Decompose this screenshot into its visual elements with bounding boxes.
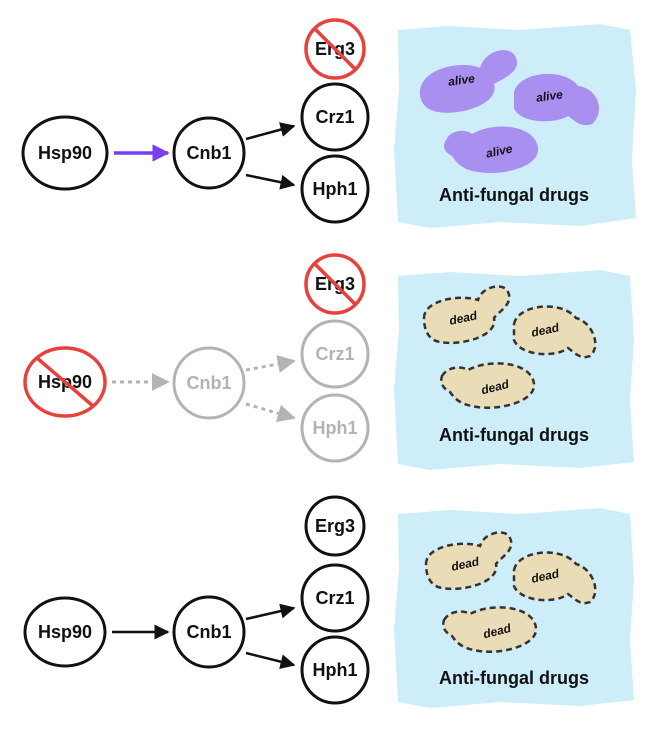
edge-cnb1-crz1 xyxy=(245,603,296,621)
inhibition-slash xyxy=(35,356,95,408)
edge-cnb1-crz1 xyxy=(245,122,296,141)
cell-1: alive xyxy=(419,50,518,113)
node-cnb1: Cnb1 xyxy=(172,346,246,420)
node-hph1: Hph1 xyxy=(300,154,370,224)
svg-text:Cnb1: Cnb1 xyxy=(187,143,232,163)
cell-2-label: dead xyxy=(530,566,561,586)
edge-cnb1-hph1 xyxy=(245,173,296,190)
node-cnb1: Cnb1 xyxy=(172,116,246,190)
node-crz1: Crz1 xyxy=(300,319,370,389)
panel-1-caption: Anti-fungal drugs xyxy=(439,185,589,205)
svg-text:Erg3: Erg3 xyxy=(315,516,355,536)
node-erg3: Erg3 xyxy=(304,495,366,557)
cell-1: dead xyxy=(422,285,511,345)
edge-cnb1-hph1 xyxy=(245,651,296,670)
cell-1-label: dead xyxy=(448,308,479,328)
cell-3: dead xyxy=(442,606,538,653)
edge-cnb1-crz1 xyxy=(245,355,296,373)
cell-2-label: dead xyxy=(530,320,561,340)
svg-text:Cnb1: Cnb1 xyxy=(187,373,232,393)
node-crz1: Crz1 xyxy=(300,563,370,633)
panel-2-caption: Anti-fungal drugs xyxy=(439,425,589,445)
svg-text:Hsp90: Hsp90 xyxy=(38,622,92,642)
node-erg3: Erg3 xyxy=(304,253,366,315)
cell-1: dead xyxy=(424,531,513,591)
node-cnb1: Cnb1 xyxy=(172,595,246,669)
node-hph1: Hph1 xyxy=(300,635,370,705)
cell-3: dead xyxy=(440,362,536,409)
svg-text:Hsp90: Hsp90 xyxy=(38,143,92,163)
cell-2: alive xyxy=(514,73,600,126)
cell-2-label: alive xyxy=(535,87,564,105)
cell-3-label: dead xyxy=(482,621,513,642)
node-hsp90: Hsp90 xyxy=(21,115,109,191)
inhibition-slash xyxy=(313,27,357,71)
svg-text:Crz1: Crz1 xyxy=(315,344,354,364)
svg-text:Crz1: Crz1 xyxy=(315,588,354,608)
svg-text:Hph1: Hph1 xyxy=(313,418,358,438)
svg-text:Hph1: Hph1 xyxy=(313,660,358,680)
panel-2: dead dead dead Anti-fungal drugs Hsp90 C… xyxy=(23,253,634,470)
cell-2: dead xyxy=(512,551,597,605)
node-erg3: Erg3 xyxy=(304,18,366,80)
panel-3-caption: Anti-fungal drugs xyxy=(439,668,589,688)
node-hph1: Hph1 xyxy=(300,393,370,463)
inhibition-slash xyxy=(313,262,357,306)
svg-text:Cnb1: Cnb1 xyxy=(187,622,232,642)
cell-3: alive xyxy=(444,126,539,173)
panel-1: alive alive alive Anti-fungal drugs Hsp9… xyxy=(21,18,636,228)
node-hsp90: Hsp90 xyxy=(23,596,107,668)
node-crz1: Crz1 xyxy=(300,82,370,152)
svg-text:Crz1: Crz1 xyxy=(315,107,354,127)
edge-cnb1-hph1 xyxy=(245,402,296,423)
panel-3: dead dead dead Anti-fungal drugs Hsp90 C… xyxy=(23,495,634,708)
cell-1-label: dead xyxy=(450,554,481,574)
cell-2: dead xyxy=(512,305,597,359)
cell-3-label: dead xyxy=(480,377,511,398)
cell-1-label: alive xyxy=(447,71,476,89)
node-hsp90: Hsp90 xyxy=(23,346,107,418)
cell-3-label: alive xyxy=(485,141,514,160)
svg-text:Hph1: Hph1 xyxy=(313,179,358,199)
